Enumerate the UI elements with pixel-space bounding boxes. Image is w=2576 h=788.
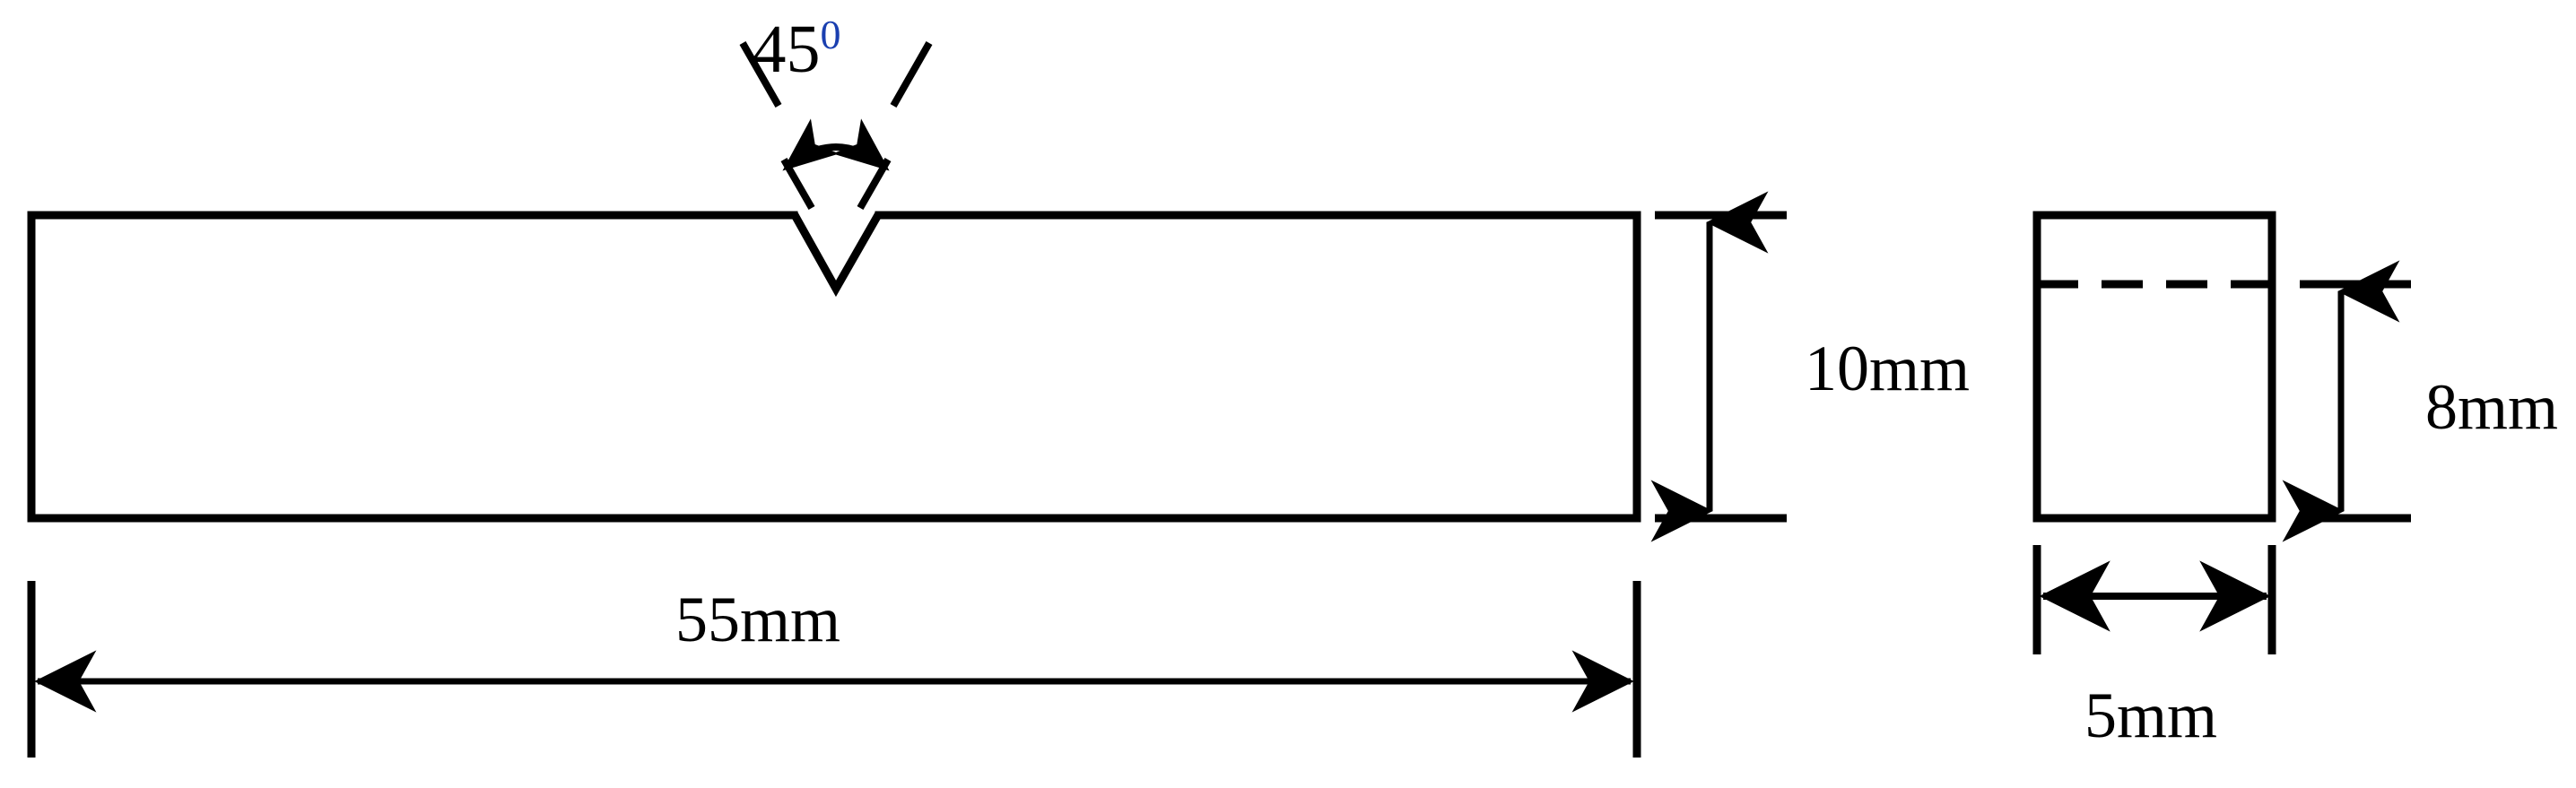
notch-angle-extension-line-left	[739, 41, 782, 108]
end-view-rectangle	[2032, 211, 2276, 523]
ligament-dimension-label: 8mm	[2425, 371, 2558, 443]
notch-angle-label: 450	[753, 12, 841, 87]
end-view-group: 8mm 5mm	[2032, 211, 2558, 751]
notch-angle-degree-symbol: 0	[821, 12, 841, 57]
notch-angle-extension-line-right	[890, 41, 933, 108]
v-notch-profile	[790, 211, 883, 298]
side-view-group: 450 10mm 55mm	[27, 12, 1970, 758]
ligament-dimension-group: 8mm	[2282, 260, 2558, 542]
height-dimension-group: 10mm	[1650, 191, 1970, 542]
height-dimension-label: 10mm	[1805, 333, 1970, 404]
notch-angle-value: 45	[753, 12, 821, 87]
specimen-bar-outline	[27, 211, 1641, 523]
length-dimension-group: 55mm	[27, 581, 1641, 758]
length-dimension-label: 55mm	[675, 584, 840, 655]
notch-angle-arc	[782, 118, 890, 171]
notch-angle-tick-left	[780, 158, 815, 210]
notch-angle-tick-right	[857, 158, 892, 210]
width-dimension-label: 5mm	[2084, 680, 2217, 751]
width-dimension-group: 5mm	[2032, 545, 2276, 751]
